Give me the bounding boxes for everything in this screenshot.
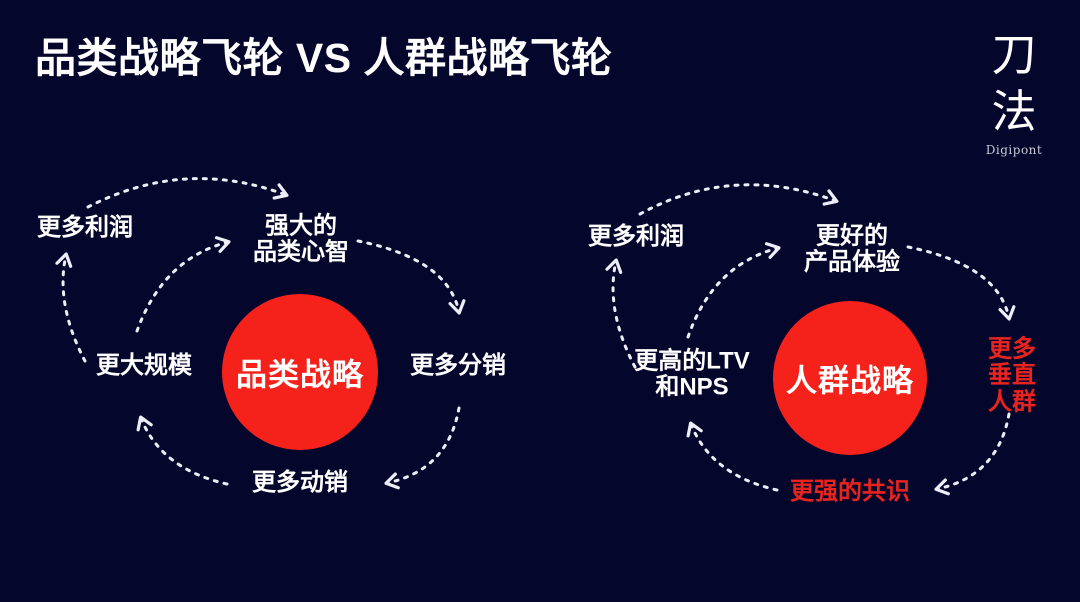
left-flywheel-arrows [55,177,466,490]
left-node-category-mindshare: 强大的 品类心智 [253,212,349,266]
left-node-bigger-scale: 更大规模 [96,351,192,379]
logo-subtitle: Digipont [985,143,1043,157]
right-node-better-experience: 更好的 产品体验 [804,222,900,276]
right-flywheel-center-label: 人群战略 [786,363,914,399]
brand-logo: 刀 法 Digipont [974,26,1054,156]
dashed-arrow [86,177,289,209]
dashed-arrow [686,242,781,339]
logo-char-fa: 法 [991,85,1037,138]
dashed-arrow [934,412,1011,496]
logo-char-dao: 刀 [991,28,1037,81]
right-node-higher-ltv-nps: 更高的LTV 和NPS [634,347,750,401]
left-flywheel-circle [222,294,378,450]
left-node-more-sales: 更多动销 [252,468,348,496]
dashed-arrow [55,252,87,363]
left-node-more-distribution: 更多分销 [410,351,506,379]
left-flywheel-center-label: 品类战略 [236,357,364,393]
dashed-arrow [135,236,231,333]
dashed-arrow [384,406,461,490]
right-node-stronger-consensus: 更强的共识 [790,477,910,505]
dashed-arrow [605,258,637,369]
dashed-arrow [356,239,466,315]
dashed-arrow [638,183,839,216]
right-flywheel-arrows [605,183,1016,496]
right-node-more-vertical-crowds: 更多 垂直人群 [988,335,1036,416]
dashed-arrow [136,415,229,486]
dashed-arrow [686,421,779,492]
right-flywheel-circle [773,301,927,455]
left-node-more-profit: 更多利润 [37,213,133,241]
right-node-more-profit: 更多利润 [588,222,684,250]
page-title: 品类战略飞轮 VS 人群战略飞轮 [35,35,613,81]
dashed-arrow [906,245,1016,321]
